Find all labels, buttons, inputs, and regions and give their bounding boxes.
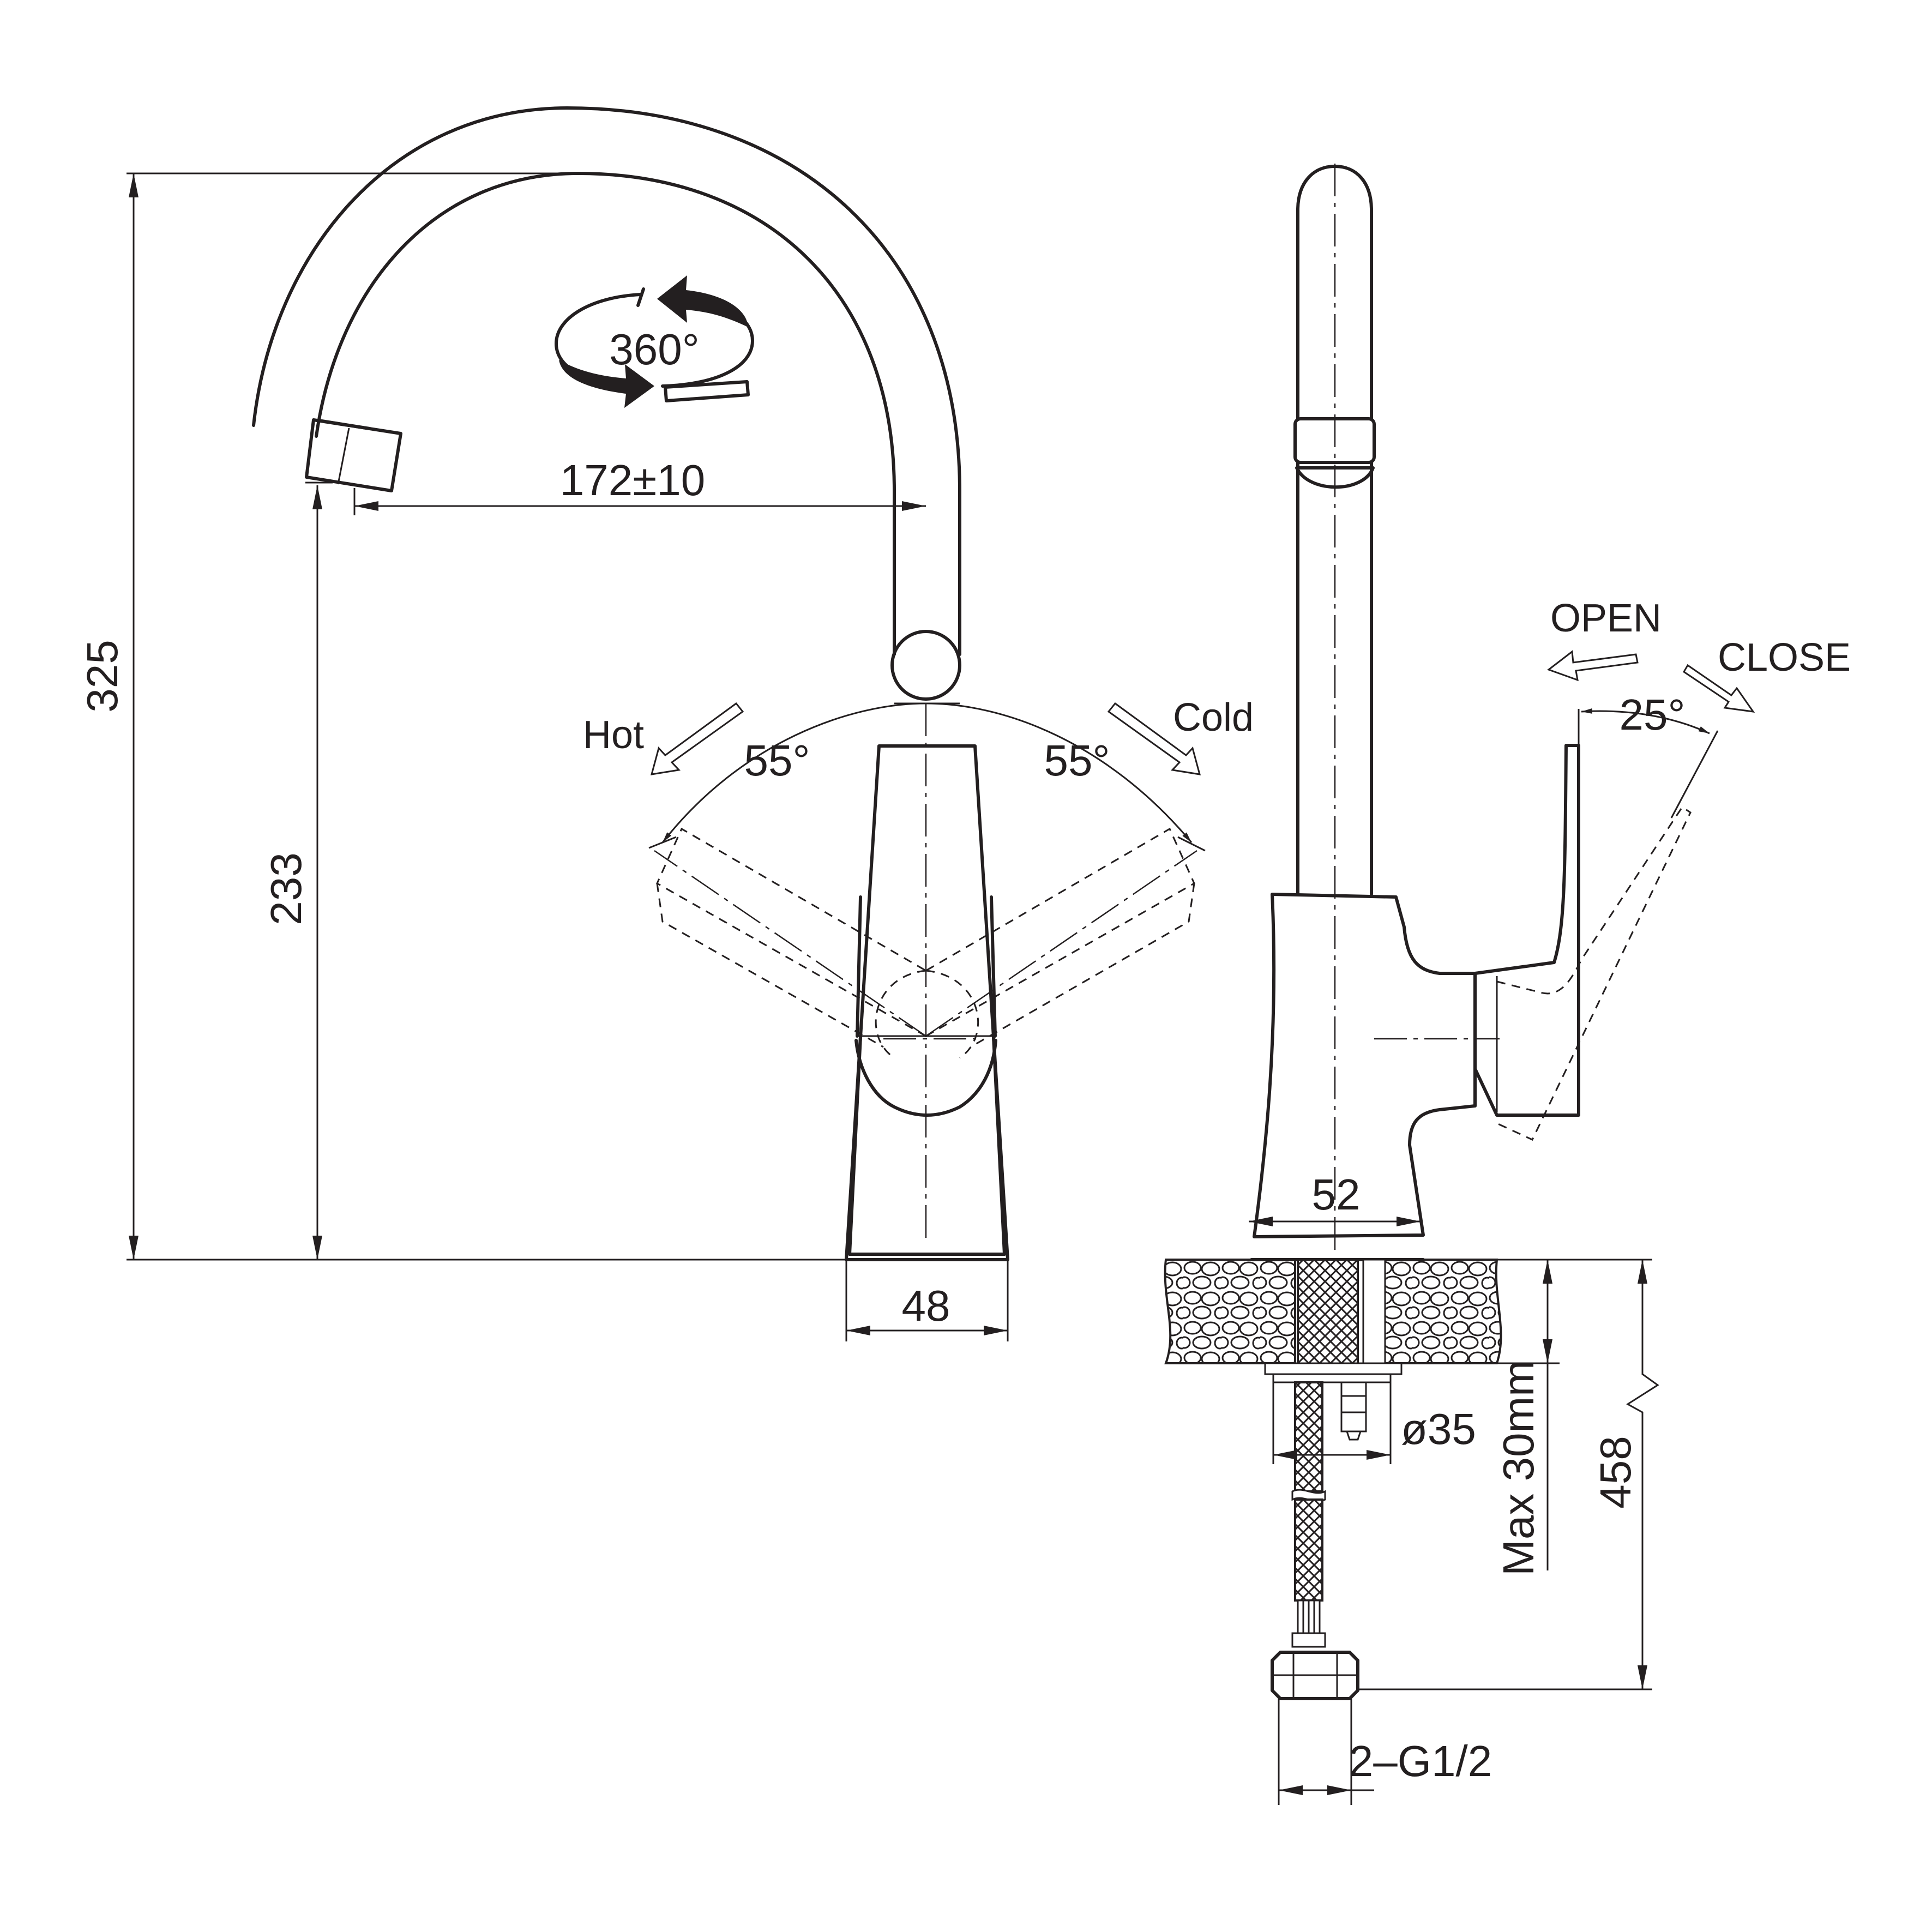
- outline-arrow-icon-hot: [650, 702, 744, 775]
- dimension-spout-reach: 172±10: [560, 456, 705, 504]
- dimension-base-side: 52: [1312, 1170, 1361, 1219]
- outline-arrow-icon-open: [1546, 650, 1639, 682]
- side-lever: [1473, 744, 1580, 1117]
- side-body: [1253, 893, 1477, 1238]
- pivot-joint: [890, 630, 961, 701]
- angle-cold-label: 55°: [1044, 736, 1110, 785]
- dimension-max-thickness: Max 30mm: [1494, 1360, 1543, 1576]
- hot-label: Hot: [583, 713, 644, 757]
- dimension-line-458: [1626, 1260, 1659, 1689]
- open-label: OPEN: [1550, 597, 1662, 640]
- mounting-hardware: [1264, 1259, 1403, 1441]
- handle-rotated-positions: [656, 827, 1195, 1059]
- lever-rotated-position: [1496, 805, 1692, 1141]
- aerator-mesh: [1295, 466, 1375, 489]
- close-label: CLOSE: [1718, 636, 1851, 679]
- countertop: [1164, 1258, 1652, 1364]
- angle-lever-label: 25°: [1620, 690, 1686, 739]
- dimension-total-height: 325: [78, 640, 127, 712]
- outline-arrow-icon-cold: [1107, 702, 1201, 775]
- dimension-base-front: 48: [902, 1281, 950, 1330]
- front-spout: [252, 106, 961, 656]
- outline-arrow-icon-close: [1682, 664, 1755, 713]
- supply-hose: [1271, 1381, 1359, 1805]
- front-view: 360°: [78, 106, 1254, 1341]
- side-view: 25° OPEN CLOSE 52: [1164, 164, 1851, 1805]
- cold-label: Cold: [1173, 696, 1254, 739]
- angle-hot-label: 55°: [744, 736, 810, 785]
- dimension-hole-diameter: ø35: [1401, 1405, 1476, 1453]
- rotation-label: 360°: [609, 325, 699, 374]
- dimension-connection: 2–G1/2: [1349, 1737, 1492, 1785]
- dimension-hose-length: 458: [1591, 1436, 1640, 1508]
- rotate-360-arrows-icon: [555, 275, 754, 408]
- dimension-spout-height: 233: [262, 852, 310, 925]
